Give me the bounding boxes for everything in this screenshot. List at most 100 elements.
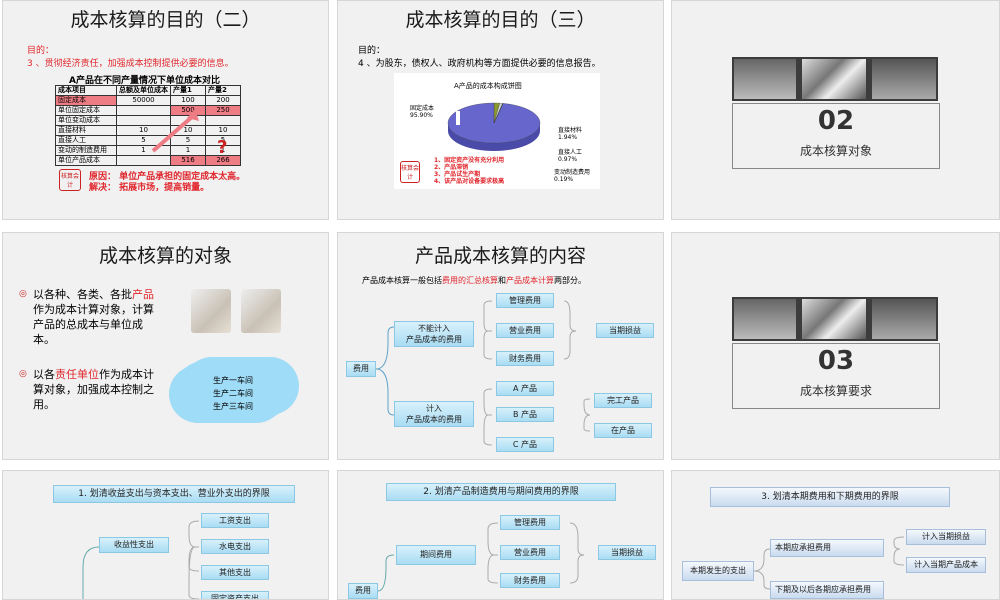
node-product-b: B 产品 bbox=[496, 407, 554, 422]
table-title: A产品在不同产量情况下单位成本对比 bbox=[69, 76, 220, 86]
node-other: 其他支出 bbox=[201, 565, 269, 580]
section-banner bbox=[732, 297, 938, 341]
photo-center bbox=[802, 299, 866, 339]
slide-thumbnail-8[interactable]: 2. 划清产品制造费用与期间费用的界限 费用 期间费用 管理费用 营业费用 财务… bbox=[337, 470, 664, 600]
section-subtitle: 成本核算要求 bbox=[799, 384, 872, 398]
photo-center bbox=[802, 59, 866, 99]
svg-text:?: ? bbox=[217, 137, 227, 158]
node-period-expense: 期间费用 bbox=[396, 545, 476, 565]
bullet-icon: ◎ bbox=[19, 369, 27, 379]
reason-text: 原因： 单位产品承担的固定成本太高。 bbox=[89, 172, 246, 182]
slide-title: 产品成本核算的内容 bbox=[414, 245, 586, 267]
product-photo-2 bbox=[241, 289, 281, 333]
node-wage: 工资支出 bbox=[201, 513, 269, 528]
note-4: 4、该产品对设备要求极高 bbox=[434, 178, 505, 185]
workshop-1: 生产一车间 bbox=[213, 376, 253, 385]
section-banner: 2. 划清产品制造费用与期间费用的界限 bbox=[386, 483, 616, 501]
note-1: 1、固定资产没有充分利用 bbox=[434, 157, 505, 164]
chart-title: A产品的成本构成饼图 bbox=[454, 82, 522, 90]
slide-thumbnail-3[interactable]: 02 成本核算对象 bbox=[671, 0, 1000, 220]
pie-label-material: 直接材料 1.94% bbox=[558, 127, 583, 141]
slide-thumbnail-5[interactable]: 产品成本核算的内容 产品成本核算一般包括费用的汇总核算和产品成本计算两部分。 费… bbox=[337, 232, 664, 460]
pie-label-overhead: 变动制造费用 0.19% bbox=[554, 169, 591, 183]
workshop-2: 生产二车间 bbox=[213, 389, 253, 398]
section-banner: 1. 划清收益支出与资本支出、营业外支出的界限 bbox=[53, 485, 295, 503]
content-description: 产品成本核算一般包括费用的汇总核算和产品成本计算两部分。 bbox=[362, 276, 586, 285]
slide-thumbnail-1[interactable]: 成本核算的目的（二） 目的： 3 、贯彻经济责任，加强成本控制提供必要的信息。 … bbox=[2, 0, 329, 220]
photo-left bbox=[734, 59, 796, 99]
stamp-icon: 核算会计 bbox=[400, 161, 420, 183]
purpose-label: 目的： bbox=[27, 46, 55, 56]
root-expense: 费用 bbox=[348, 583, 378, 599]
purpose-point: 3 、贯彻经济责任，加强成本控制提供必要的信息。 bbox=[27, 59, 234, 69]
slide-thumbnail-4[interactable]: 成本核算的对象 ◎ 以各种、各类、各批产品作为成本计算对象，计算产品的总成本与单… bbox=[2, 232, 329, 460]
node-sales-expense: 营业费用 bbox=[496, 323, 554, 338]
node-fixed-asset: 固定资产支出 bbox=[201, 591, 269, 599]
purpose-label: 目的： bbox=[358, 46, 386, 56]
node-finance-expense: 财务费用 bbox=[496, 351, 554, 366]
bullet-1: 以各种、各类、各批产品作为成本计算对象，计算产品的总成本与单位成本。 bbox=[33, 288, 154, 346]
node-product-c: C 产品 bbox=[496, 437, 554, 452]
node-admin-expense: 管理费用 bbox=[500, 515, 560, 530]
node-sales-expense: 营业费用 bbox=[500, 545, 560, 560]
section-number-box: 02 成本核算对象 bbox=[732, 103, 940, 169]
note-2: 2、产品滞销 bbox=[434, 164, 469, 171]
node-not-included: 不能计入 产品成本的费用 bbox=[394, 321, 474, 347]
arrow-annotation: ? bbox=[151, 109, 227, 158]
section-banner: 3. 划清本期费用和下期费用的界限 bbox=[710, 487, 950, 507]
slide-thumbnail-2[interactable]: 成本核算的目的（三） 目的： 4 、为股东，债权人、政府机构等方面提供必要的信息… bbox=[337, 0, 664, 220]
bullet-icon: ◎ bbox=[19, 289, 27, 299]
photo-left bbox=[734, 299, 796, 339]
photo-right bbox=[872, 59, 936, 99]
slide-title: 成本核算的目的（三） bbox=[405, 9, 596, 31]
node-product-a: A 产品 bbox=[496, 381, 554, 396]
bullet-2: 以各责任单位作为成本计算对象，加强成本控制之用。 bbox=[33, 368, 154, 411]
tree-connectors bbox=[82, 520, 200, 599]
node-to-cost: 计入当期产品成本 bbox=[906, 557, 986, 573]
workshop-3: 生产三车间 bbox=[213, 402, 253, 411]
node-current-loss: 当期损益 bbox=[596, 323, 654, 338]
slide-thumbnail-9[interactable]: 3. 划清本期费用和下期费用的界限 本期发生的支出 本期应承担费用 下期及以后各… bbox=[671, 470, 1000, 600]
tree-connectors bbox=[753, 536, 905, 590]
node-revenue-expense: 收益性支出 bbox=[99, 537, 169, 553]
photo-right bbox=[872, 299, 936, 339]
pie-side bbox=[448, 123, 540, 151]
node-bear-future: 下期及以后各期应承担费用 bbox=[770, 581, 884, 599]
section-subtitle: 成本核算对象 bbox=[799, 144, 872, 158]
stamp-icon: 核算会计 bbox=[59, 169, 81, 191]
slide-thumbnail-6[interactable]: 03 成本核算要求 bbox=[671, 232, 1000, 460]
pie-label-labor: 直接人工 0.97% bbox=[558, 149, 583, 163]
tree-connectors bbox=[377, 522, 585, 592]
section-number: 02 bbox=[817, 106, 855, 136]
product-photo-1 bbox=[191, 289, 231, 333]
pie-label-fixed: 固定成本 95.90% bbox=[410, 105, 435, 119]
solution-text: 解决： 拓展市场，提高销量。 bbox=[89, 183, 210, 193]
note-3: 3、产品试生产期 bbox=[434, 171, 481, 178]
slide-title: 成本核算的对象 bbox=[98, 245, 232, 267]
node-admin-expense: 管理费用 bbox=[496, 293, 554, 308]
node-current-loss: 当期损益 bbox=[598, 545, 656, 560]
node-bear-current: 本期应承担费用 bbox=[770, 539, 884, 557]
node-finished-product: 完工产品 bbox=[594, 393, 652, 408]
purpose-point: 4 、为股东，债权人、政府机构等方面提供必要的信息报告。 bbox=[358, 59, 601, 69]
node-to-loss: 计入当期损益 bbox=[906, 529, 986, 545]
slide-title: 成本核算的目的（二） bbox=[70, 9, 261, 31]
node-occurred-expense: 本期发生的支出 bbox=[682, 561, 754, 581]
workshop-cloud bbox=[175, 361, 291, 419]
tree-connectors bbox=[375, 300, 591, 446]
slide-thumbnail-7[interactable]: 1. 划清收益支出与资本支出、营业外支出的界限 收益性支出 工资支出 水电支出 … bbox=[2, 470, 329, 600]
section-number-box: 03 成本核算要求 bbox=[732, 343, 940, 409]
section-number: 03 bbox=[817, 346, 855, 376]
node-utility: 水电支出 bbox=[201, 539, 269, 554]
pie-chart-panel: A产品的成本构成饼图 固定成本 95.90% 直接材料 1.94% 直接人工 0… bbox=[394, 73, 600, 189]
node-included: 计入 产品成本的费用 bbox=[394, 401, 474, 427]
node-finance-expense: 财务费用 bbox=[500, 573, 560, 588]
node-wip: 在产品 bbox=[594, 423, 652, 438]
pie-chart bbox=[447, 102, 541, 151]
root-expense: 费用 bbox=[346, 361, 376, 377]
section-banner bbox=[732, 57, 938, 101]
pie-slice-3 bbox=[493, 103, 504, 124]
